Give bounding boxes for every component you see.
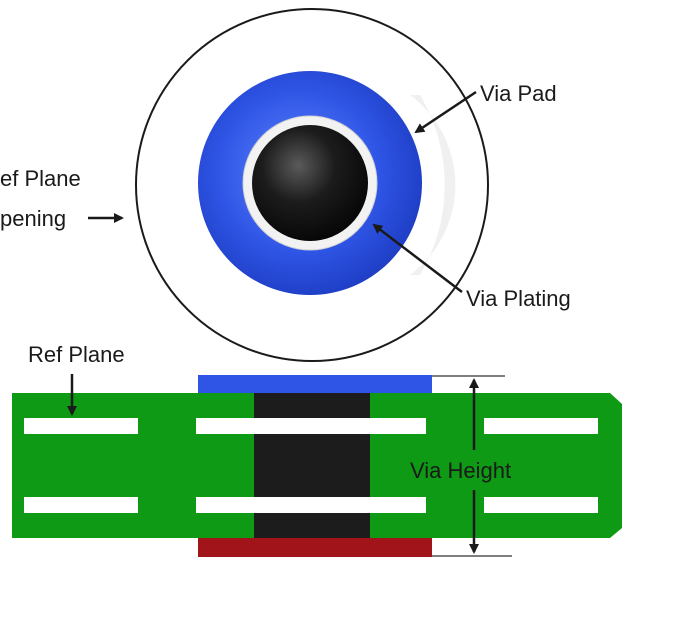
via-plating-arrow — [372, 223, 463, 293]
ref-plane-opening-label-line1: ef Plane — [0, 166, 81, 191]
via-plating-label: Via Plating — [466, 286, 571, 311]
ref-plane-upper-left — [24, 418, 138, 434]
via-pad-label: Via Pad — [480, 81, 557, 106]
via-drill-hole — [252, 125, 368, 241]
ref-plane-upper-mid — [196, 418, 426, 434]
via-cross-section — [12, 375, 622, 557]
via-barrel — [254, 393, 370, 538]
ref-plane-lower-left — [24, 497, 138, 513]
ref-plane-upper-right — [484, 418, 598, 434]
ref-plane-opening-label-line2: pening — [0, 206, 66, 231]
ref-plane-lower-mid — [196, 497, 426, 513]
via-top-view — [135, 8, 489, 362]
ref-plane-lower-right — [484, 497, 598, 513]
top-via-pad — [198, 375, 432, 395]
clearance-region — [410, 95, 456, 275]
ref-plane-label: Ref Plane — [28, 342, 125, 367]
via-pad-arrow — [414, 90, 477, 134]
via-height-label: Via Height — [410, 458, 511, 483]
bottom-via-pad — [198, 538, 432, 557]
